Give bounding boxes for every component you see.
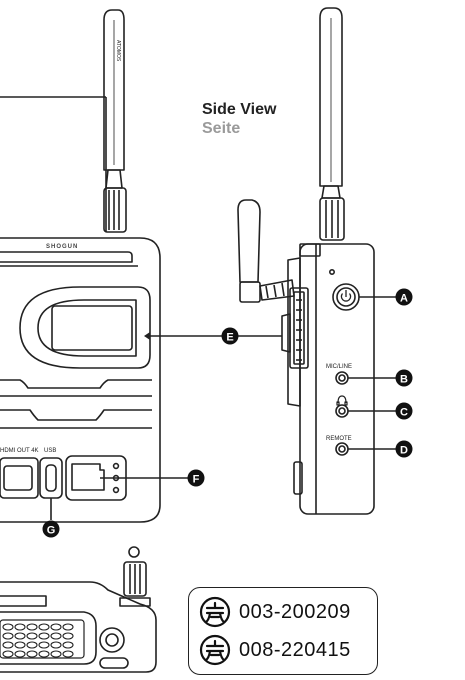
view-subtitle: Seite — [202, 120, 241, 137]
view-title: Side View — [202, 101, 277, 118]
callout-g: G — [42, 520, 60, 538]
giteki-mark-icon — [199, 634, 231, 666]
svg-text:B: B — [400, 374, 408, 386]
antenna-brand-text: ATOMOS — [115, 40, 121, 62]
certification-box: 003-200209 008-220415 — [188, 587, 378, 675]
certification-code: 008-220415 — [239, 638, 351, 661]
certification-row: 003-200209 — [199, 596, 351, 628]
certification-row: 008-220415 — [199, 634, 351, 666]
device-body-top-view — [0, 237, 161, 523]
headphone-icon — [336, 395, 348, 406]
callout-a: A — [395, 288, 413, 306]
callout-c: C — [395, 402, 413, 420]
giteki-mark-icon — [199, 596, 231, 628]
device-body-side-view — [281, 243, 375, 515]
folded-antenna — [237, 199, 295, 303]
remote-label: REMOTE — [326, 436, 352, 442]
right-antenna — [319, 7, 345, 241]
usb-label: USB — [44, 448, 56, 454]
callout-d: D — [395, 440, 413, 458]
vent-grille — [2, 623, 74, 658]
svg-text:E: E — [226, 332, 233, 344]
svg-text:A: A — [400, 293, 408, 305]
svg-text:D: D — [400, 445, 408, 457]
left-antenna — [103, 9, 127, 233]
svg-text:G: G — [47, 525, 56, 537]
bottom-antenna-stub — [119, 546, 151, 607]
hdmi-out-label: HDMI OUT 4K — [0, 448, 39, 454]
device-brand-text: SHOGUN — [46, 244, 78, 250]
callout-e: E — [221, 327, 239, 345]
remote-jack — [335, 442, 349, 456]
callout-f: F — [187, 469, 205, 487]
certification-code: 003-200209 — [239, 600, 351, 623]
headphone-jack — [335, 404, 349, 418]
mic-line-jack — [335, 371, 349, 385]
power-icon — [340, 290, 352, 302]
mic-line-label: MIC/LINE — [326, 364, 352, 370]
svg-text:F: F — [193, 474, 200, 486]
svg-text:C: C — [400, 407, 408, 419]
device-body-bottom-view — [0, 581, 157, 673]
callout-b: B — [395, 369, 413, 387]
marker-icon — [144, 332, 150, 340]
